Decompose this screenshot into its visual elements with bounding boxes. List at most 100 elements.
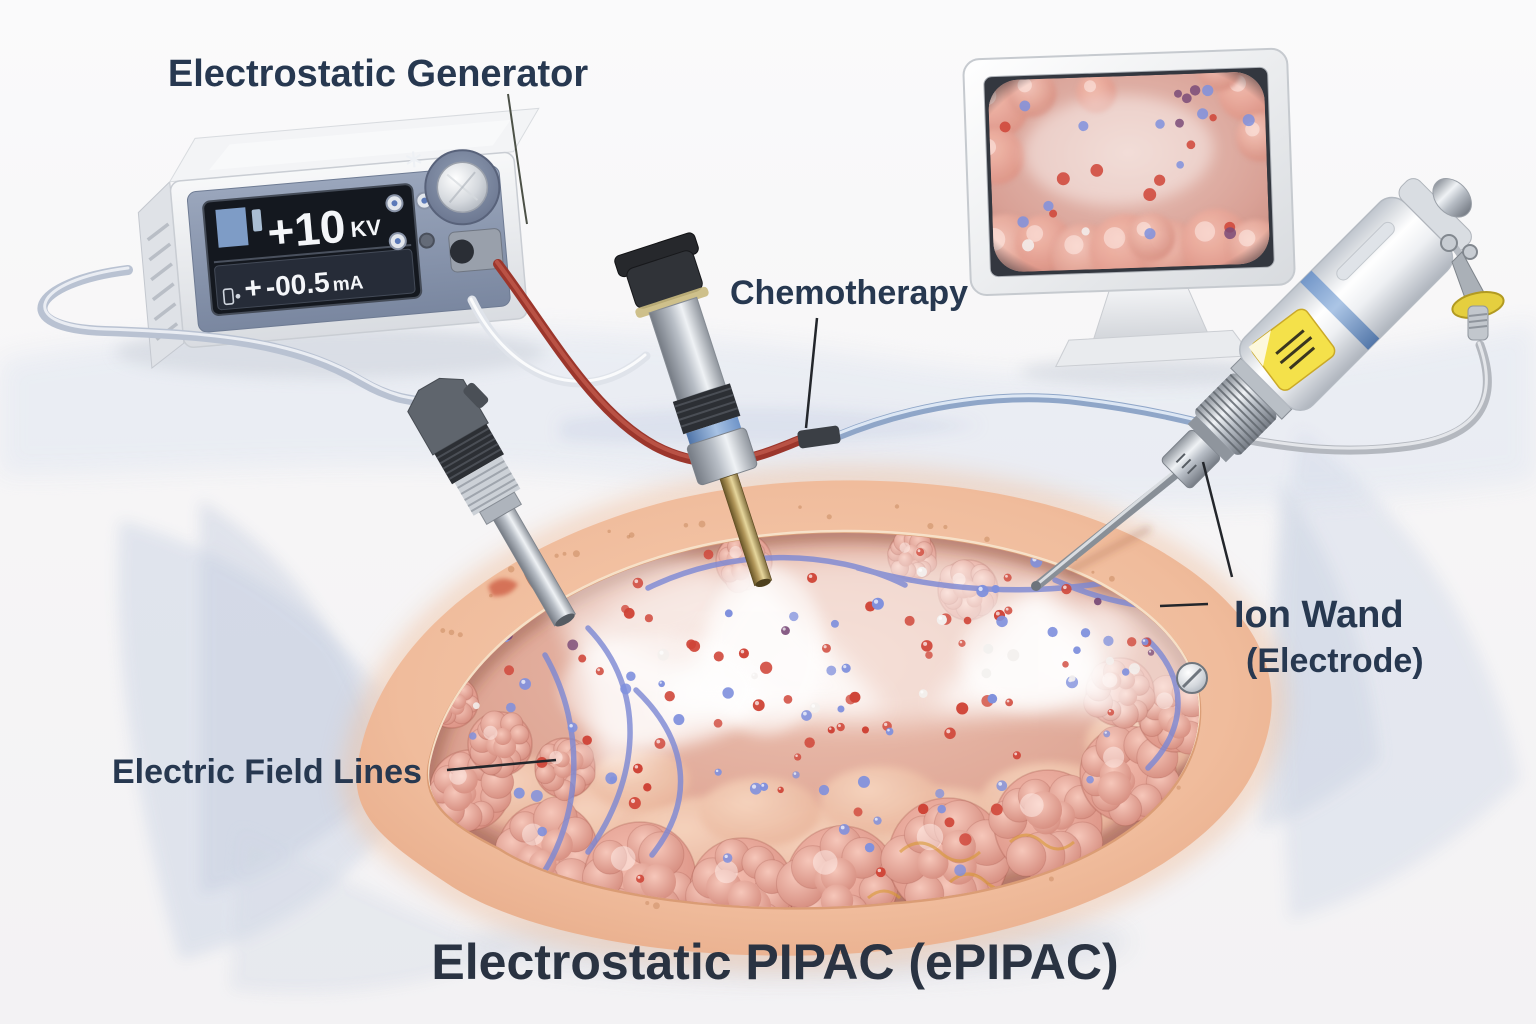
tumor-highlight <box>449 767 467 785</box>
aerosol-particle <box>1141 638 1149 646</box>
freckle <box>626 534 631 539</box>
freckle <box>798 505 802 509</box>
aerosol-particle <box>657 648 670 661</box>
aerosol-particle <box>530 789 543 802</box>
aerosol-particle <box>996 615 1008 628</box>
panel-button-dot <box>394 238 401 245</box>
aerosol-particle <box>921 640 933 652</box>
freckle <box>1108 575 1115 582</box>
endoscopic-view <box>987 71 1271 273</box>
aerosol-particle <box>937 804 946 814</box>
tumor-highlight <box>549 750 563 765</box>
aerosol-particle <box>794 753 802 761</box>
panel-button-dark[interactable] <box>418 232 435 249</box>
aerosol-particle <box>1062 661 1069 668</box>
cap-gold-ring <box>635 286 709 318</box>
aerosol-particle <box>871 597 884 610</box>
label-ion-wand: Ion Wand <box>1234 594 1404 636</box>
particle-highlight <box>811 704 816 708</box>
left-trocar <box>407 377 576 627</box>
leader-generator <box>507 93 528 225</box>
aerosol-particle <box>830 619 839 628</box>
aerosol-particle <box>1128 663 1140 675</box>
aerosol-particle <box>864 842 875 853</box>
aerosol-particle <box>1073 646 1081 655</box>
particle-highlight <box>1148 650 1152 653</box>
ion-wand-shaft <box>1031 461 1191 591</box>
aerosol-particle <box>621 604 630 614</box>
tumor-bump <box>494 727 512 746</box>
label-electrode: (Electrode) <box>1246 642 1424 680</box>
voltage-readout: +10KV <box>265 197 383 259</box>
aerosol-particle <box>714 768 722 776</box>
aerosol-particle <box>875 867 886 878</box>
drape-fold <box>230 830 520 994</box>
particle-highlight <box>782 627 786 631</box>
particle-highlight <box>959 640 963 644</box>
particle-highlight <box>877 868 882 873</box>
particle-highlight <box>938 616 943 620</box>
tumor-bump <box>1097 771 1132 805</box>
particle-highlight <box>946 729 951 734</box>
aerosol-particle <box>472 702 480 710</box>
aerosol-particle <box>873 816 882 825</box>
particle-highlight <box>887 728 890 732</box>
particle-highlight <box>630 798 636 804</box>
particle-highlight <box>761 783 765 787</box>
tumor-highlight <box>610 846 636 871</box>
field-line <box>633 687 684 858</box>
connector-stem <box>1467 305 1489 341</box>
aerosol-particle <box>983 643 994 654</box>
aerosol-particle <box>954 864 966 877</box>
aerosol-particle <box>904 615 915 626</box>
nebulizer-knurl <box>672 383 741 435</box>
aerosol-particles <box>469 541 1155 883</box>
aerosol-particle <box>1121 668 1130 676</box>
leader-lines <box>446 93 1234 772</box>
particle-highlight <box>978 586 983 592</box>
aerosol-particle <box>644 614 654 623</box>
trocar-lever <box>463 382 489 409</box>
wand-slot <box>1336 221 1395 281</box>
leader-field-lines <box>446 758 557 772</box>
tumor-highlight <box>729 546 742 559</box>
abdominal-cavity <box>356 480 1271 955</box>
freckle <box>653 902 660 910</box>
wand-step <box>1187 415 1235 463</box>
particle-highlight <box>597 668 601 672</box>
particle-highlight <box>920 690 924 694</box>
aerosol-particle <box>578 654 587 663</box>
aerosol-particle <box>981 668 992 679</box>
aerosol-particle <box>1093 597 1102 606</box>
particle-highlight <box>1104 731 1107 734</box>
cables <box>37 259 1492 468</box>
aerosol-particle <box>752 699 765 712</box>
particle-highlight <box>656 739 661 744</box>
electrostatic-generator-device: +10KV +-00.5mA <box>137 107 540 369</box>
freckle <box>1176 785 1181 790</box>
current-readout: +-00.5mA <box>243 262 365 305</box>
display-divider <box>213 243 412 264</box>
aerosol-particle <box>1107 708 1115 716</box>
aerosol-particle <box>1080 628 1091 638</box>
aerosol-particle <box>632 577 644 589</box>
aerosol-particle <box>783 694 793 704</box>
tube-highlight <box>835 394 1238 436</box>
aerosol-particle <box>595 667 604 676</box>
nebulizer-tip <box>755 578 771 588</box>
tube-highlight <box>469 297 647 383</box>
particle-highlight <box>1142 639 1146 642</box>
aerosol-particle <box>626 671 636 681</box>
incision-tissue <box>488 578 518 597</box>
drape-fold <box>1260 480 1380 830</box>
particle-highlight <box>1108 709 1111 713</box>
particle-highlight <box>923 641 928 646</box>
aerosol-particle <box>519 678 531 690</box>
aerosol-particle <box>916 548 925 557</box>
aerosol-particle <box>861 726 870 734</box>
tumor-bump <box>820 884 854 908</box>
cavity-contents <box>429 533 1199 908</box>
aerosol-particle <box>632 763 643 774</box>
particle-highlight <box>795 754 798 758</box>
